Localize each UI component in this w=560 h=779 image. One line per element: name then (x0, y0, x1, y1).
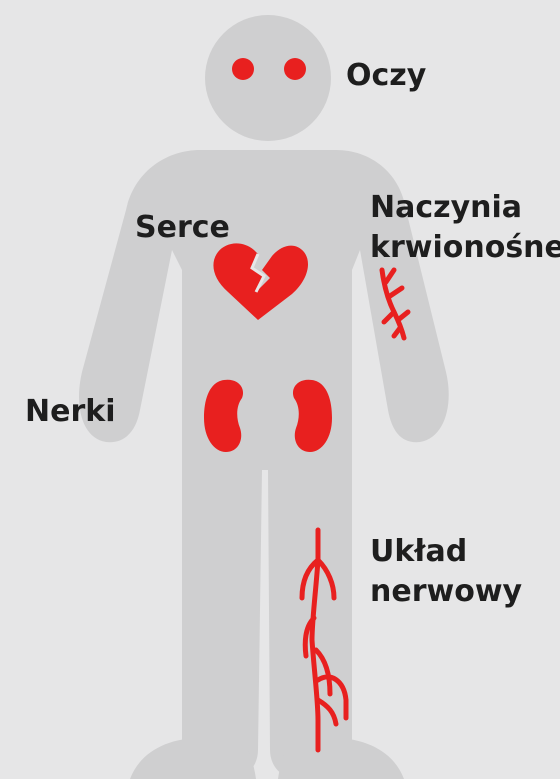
label-heart-text: Serce (135, 208, 230, 248)
label-nerves-line2: nerwowy (370, 572, 522, 612)
label-nerves-line1: Układ (370, 532, 522, 572)
label-blood-vessels: Naczynia krwionośne (370, 188, 560, 268)
label-kidneys: Nerki (25, 392, 115, 432)
label-kidneys-text: Nerki (25, 392, 115, 432)
label-nervous-system: Układ nerwowy (370, 532, 522, 612)
left-eye-icon (232, 58, 254, 80)
label-eyes-text: Oczy (346, 56, 426, 96)
label-heart: Serce (135, 208, 230, 248)
label-vessels-line1: Naczynia (370, 188, 560, 228)
head (205, 15, 331, 141)
label-vessels-line2: krwionośne (370, 228, 560, 268)
right-eye-icon (284, 58, 306, 80)
right-kidney-icon (293, 380, 332, 452)
label-eyes: Oczy (346, 56, 426, 96)
left-kidney-icon (204, 380, 243, 452)
